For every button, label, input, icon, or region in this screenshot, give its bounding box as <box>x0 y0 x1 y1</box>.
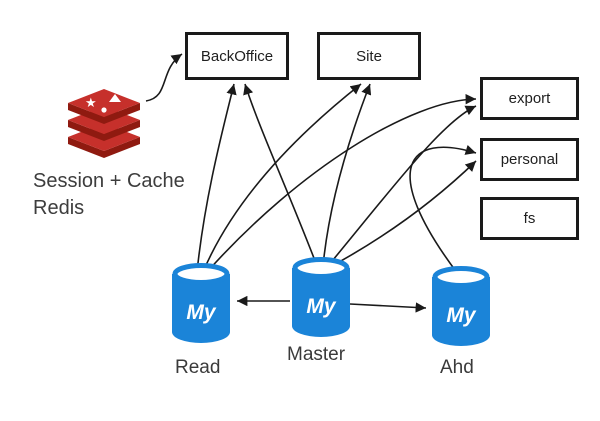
redis-star-glyph: ★ <box>85 95 97 110</box>
node-personal-label: personal <box>500 151 559 168</box>
node-fs-label: fs <box>523 210 536 227</box>
edge-master-backoffice <box>243 83 318 267</box>
redis-icon: ★ <box>68 89 140 158</box>
database-master-label: Master <box>287 344 346 365</box>
edge-master-ahd <box>349 302 427 313</box>
database-read-label: Read <box>175 357 221 378</box>
edge-master-site <box>322 83 372 267</box>
redis-caption: Session + Cache Redis <box>33 168 185 222</box>
mysql-logo-text: My <box>446 304 476 327</box>
mysql-logo-text: My <box>306 295 336 318</box>
redis-circle-glyph <box>101 107 107 113</box>
node-fs: fs <box>480 197 579 240</box>
node-personal: personal <box>480 138 579 181</box>
edge-ahd-personal <box>409 144 477 275</box>
database-ahd: My <box>430 265 492 347</box>
edges-group <box>145 53 477 313</box>
edge-redis-backoffice <box>145 53 183 102</box>
node-site-label: Site <box>356 47 382 65</box>
mysql-logo-text: My <box>186 301 216 324</box>
node-site: Site <box>317 32 421 80</box>
redis-caption-line1: Session + Cache <box>33 170 185 192</box>
redis-layer-top: ★ <box>68 89 140 124</box>
database-ahd-label: Ahd <box>440 357 474 378</box>
node-backoffice-label: BackOffice <box>200 47 274 65</box>
database-read: My <box>170 262 232 344</box>
redis-triangle-glyph <box>109 94 121 102</box>
mysql-db-icon: My <box>292 257 350 337</box>
edge-master-personal <box>329 160 477 268</box>
mysql-db-icon: My <box>432 266 490 346</box>
node-export: export <box>480 77 579 120</box>
edge-read-backoffice <box>196 83 237 273</box>
edge-master-export <box>327 105 477 267</box>
edge-read-export <box>206 93 477 273</box>
edge-read-site <box>202 83 362 273</box>
database-master: My <box>290 256 352 338</box>
mysql-db-icon: My <box>172 263 230 343</box>
node-export-label: export <box>508 90 551 107</box>
node-backoffice: BackOffice <box>185 32 289 80</box>
redis-caption-line2: Redis <box>33 197 85 219</box>
